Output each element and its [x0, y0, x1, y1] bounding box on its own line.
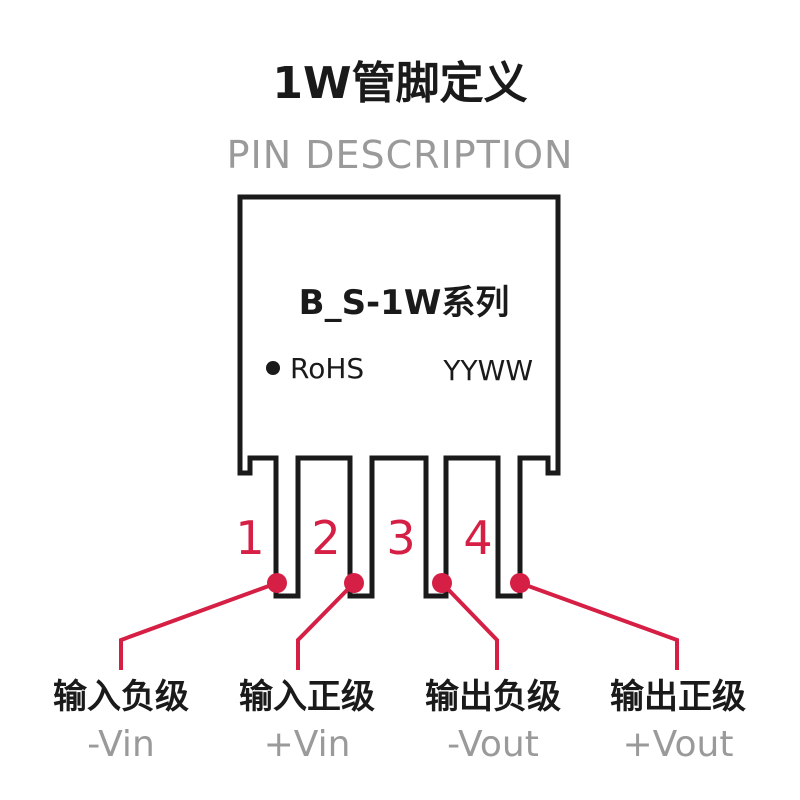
pin-4-name-en: +Vout	[623, 724, 734, 765]
pin-4-name-cn: 输出正级	[610, 677, 746, 717]
pin-3-leader	[440, 581, 499, 670]
rohs-label: RoHS	[290, 352, 364, 385]
rohs-dot-icon	[266, 361, 280, 375]
pin-3-name-cn: 输出负级	[425, 677, 561, 717]
pin-3-name-en: -Vout	[447, 724, 539, 765]
pin-4-leader	[519, 581, 679, 670]
pin-2-leader	[296, 581, 356, 670]
pin-number-3: 3	[386, 511, 415, 565]
page-subtitle: PIN DESCRIPTION	[227, 133, 574, 177]
date-code-label: YYWW	[442, 354, 533, 387]
pin-4-dot	[510, 573, 530, 593]
pin-number-1: 1	[235, 511, 264, 565]
pin-1-name-cn: 输入负级	[53, 677, 189, 717]
pin-number-2: 2	[311, 511, 340, 565]
page-title: 1W管脚定义	[272, 58, 527, 109]
pin-2-dot	[344, 573, 364, 593]
pin-number-4: 4	[463, 511, 492, 565]
package-series-label: B_S-1W系列	[299, 283, 510, 323]
pin-1-name-en: -Vin	[87, 724, 155, 765]
pin-1-leader	[119, 581, 278, 670]
pin-2-name-cn: 输入正级	[239, 677, 375, 717]
pin-3-dot	[432, 573, 452, 593]
package-outline	[237, 194, 561, 599]
pin-2-name-en: +Vin	[264, 724, 351, 765]
pin-1-dot	[267, 573, 287, 593]
